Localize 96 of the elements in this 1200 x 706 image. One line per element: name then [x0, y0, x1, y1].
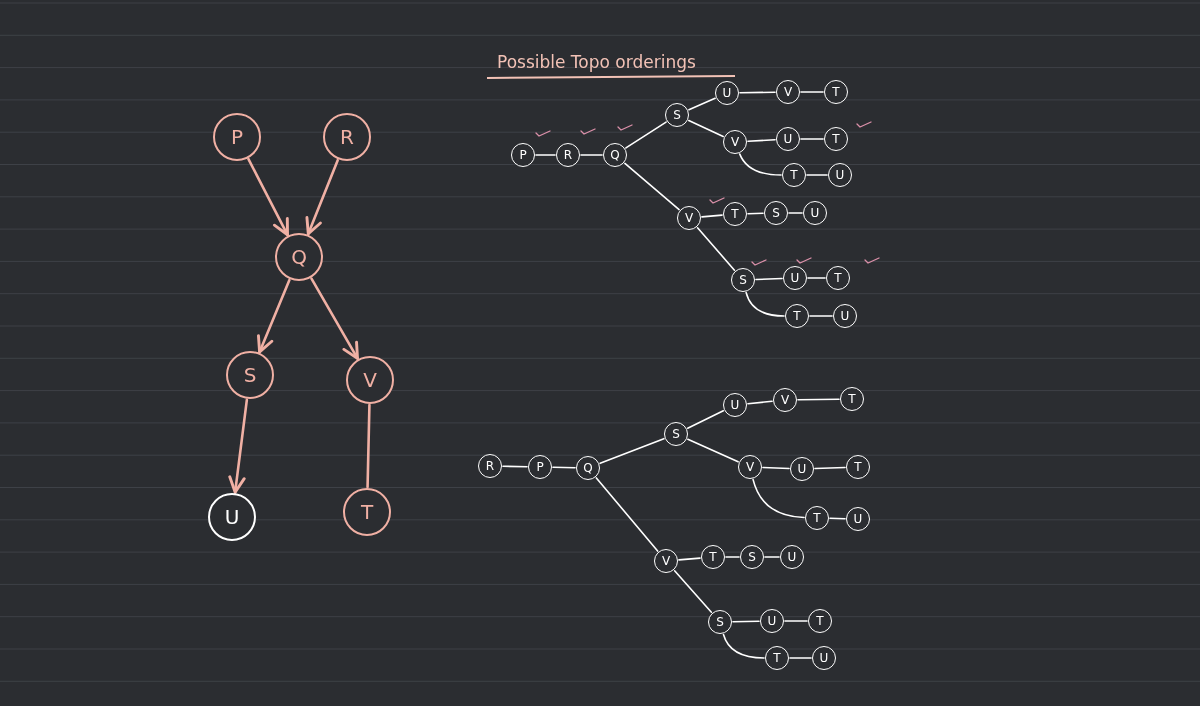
connector-line	[800, 138, 824, 140]
connector-line	[502, 465, 528, 468]
letter-circle: V	[346, 356, 394, 404]
connector-line	[535, 154, 556, 156]
connector-line	[747, 400, 773, 405]
connector-line	[806, 174, 828, 176]
letter-circle: V	[773, 388, 797, 412]
connector-line	[738, 153, 782, 176]
connector-line	[580, 154, 603, 156]
letter-circle: T	[785, 304, 809, 328]
letter-circle: U	[833, 304, 857, 328]
connector-line	[814, 466, 846, 470]
connector-line	[688, 97, 716, 111]
connector-line	[747, 212, 764, 215]
connector-line	[732, 620, 760, 623]
letter-circle: R	[478, 454, 502, 478]
arrow	[310, 277, 359, 360]
connector-line	[552, 466, 576, 469]
connector-line	[829, 517, 846, 520]
letter-circle: S	[764, 201, 788, 225]
arrow	[228, 398, 249, 494]
letter-circle: S	[226, 351, 274, 399]
connector-line	[599, 437, 665, 465]
letter-circle: U	[723, 393, 747, 417]
letter-circle: S	[731, 268, 755, 292]
letter-circle: T	[826, 266, 850, 290]
arrow	[305, 158, 340, 236]
connector-line	[762, 466, 790, 470]
letter-circle: R	[556, 143, 580, 167]
connector-line	[752, 478, 805, 519]
connector-line	[366, 403, 371, 489]
connector-line	[678, 557, 701, 561]
arrow	[247, 157, 289, 237]
letter-circle: V	[654, 549, 678, 573]
letter-circle: U	[803, 201, 827, 225]
letter-circle: T	[846, 455, 870, 479]
connector-line	[739, 91, 776, 94]
connector-line	[701, 214, 723, 218]
connector-line	[764, 556, 780, 558]
letter-circle: U	[790, 457, 814, 481]
letter-circle: U	[828, 163, 852, 187]
letter-circle: V	[776, 80, 800, 104]
letter-circle: P	[528, 455, 552, 479]
diagram-title: Possible Topo orderings	[497, 52, 696, 72]
letter-circle: U	[783, 266, 807, 290]
connector-line	[809, 315, 833, 317]
letter-circle: Q	[576, 456, 600, 480]
letter-circle: Q	[603, 143, 627, 167]
letter-circle: V	[723, 130, 747, 154]
letter-circle: U	[780, 545, 804, 569]
letter-circle: U	[776, 127, 800, 151]
letter-circle: U	[812, 646, 836, 670]
letter-circle: U	[760, 609, 784, 633]
connector-line	[784, 620, 808, 622]
connector-line	[673, 569, 713, 614]
letter-circle: T	[343, 488, 391, 536]
letter-circle: T	[824, 127, 848, 151]
connector-line	[807, 277, 826, 279]
letter-circle: U	[846, 507, 870, 531]
connector-line	[595, 477, 659, 552]
connector-line	[696, 227, 736, 271]
connector-line	[725, 556, 740, 558]
letter-circle: V	[738, 455, 762, 479]
letter-circle: S	[665, 103, 689, 127]
connector-line	[686, 409, 725, 430]
letter-circle: T	[840, 387, 864, 411]
connector-line	[797, 398, 840, 401]
letter-circle: P	[511, 143, 535, 167]
letter-circle: S	[740, 545, 764, 569]
letter-circle: T	[808, 609, 832, 633]
letter-circle: T	[701, 545, 725, 569]
letter-circle: Q	[275, 233, 323, 281]
arrow	[257, 278, 291, 354]
connector-line	[624, 162, 680, 211]
connector-line	[788, 212, 803, 214]
connector-line	[687, 438, 739, 463]
connector-line	[688, 119, 724, 138]
connector-line	[800, 91, 824, 93]
letter-circle: T	[723, 202, 747, 226]
letter-circle: P	[213, 113, 261, 161]
letter-circle: R	[323, 113, 371, 161]
letter-circle: U	[715, 81, 739, 105]
connector-line	[722, 633, 765, 659]
letter-circle: T	[765, 646, 789, 670]
connector-line	[755, 277, 783, 281]
connector-line	[625, 121, 667, 149]
letter-circle: U	[208, 493, 256, 541]
connector-line	[789, 657, 812, 659]
letter-circle: T	[824, 80, 848, 104]
letter-circle: T	[805, 506, 829, 530]
letter-circle: S	[664, 422, 688, 446]
connector-line	[747, 138, 776, 143]
connector-line	[745, 291, 785, 317]
letter-circle: T	[782, 163, 806, 187]
letter-circle: V	[677, 206, 701, 230]
letter-circle: S	[708, 610, 732, 634]
